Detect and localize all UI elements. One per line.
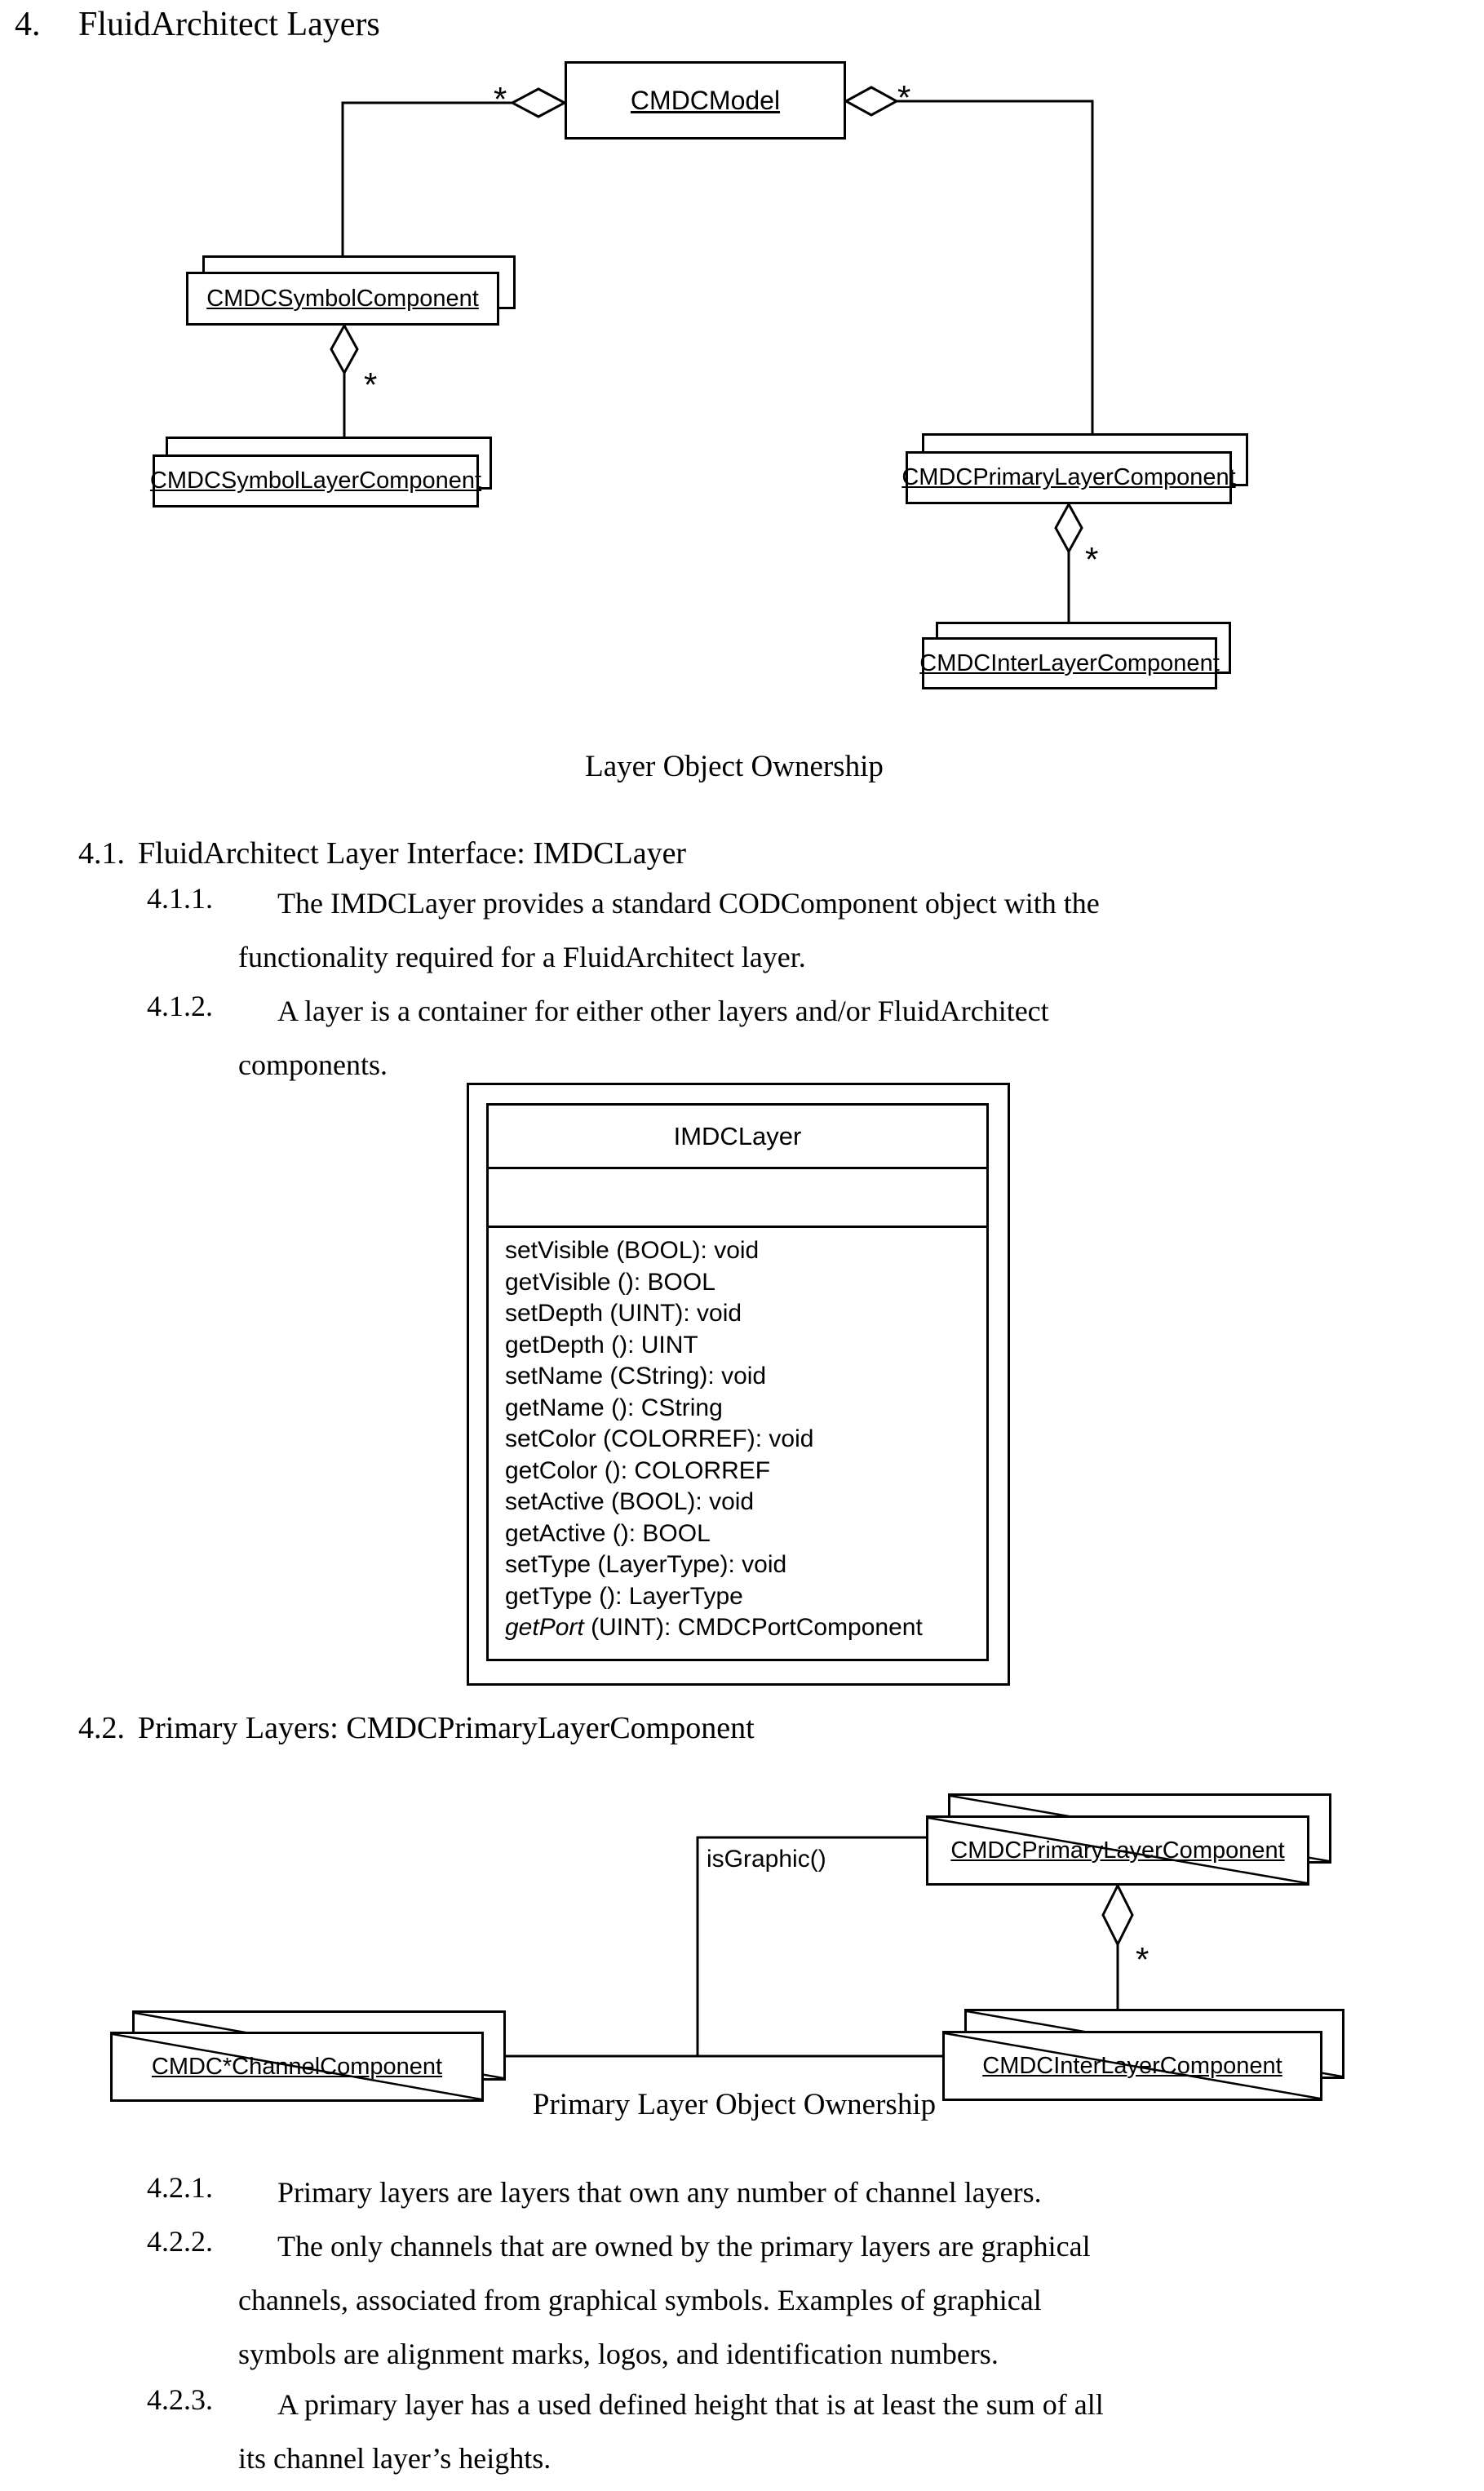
method-row: setName (CString): void [505, 1363, 767, 1390]
method-row: getColor (): COLORREF [505, 1456, 771, 1484]
multiplicity-star: * [494, 80, 507, 118]
connector-isgraphic [696, 1836, 930, 2056]
item-line: symbols are alignment marks, logos, and … [238, 2338, 999, 2370]
subsection-title: Primary Layers: CMDCPrimaryLayerComponen… [138, 1711, 755, 1745]
aggregation-diamond-model-left [509, 87, 568, 118]
item-number: 4.2.2. [147, 2225, 213, 2258]
method-row: setType (LayerType): void [505, 1551, 787, 1578]
item-number: 4.1.2. [147, 990, 213, 1022]
uml-box-symbol-component: CMDCSymbolComponent [186, 272, 499, 326]
method-row: getType (): LayerType [505, 1582, 743, 1610]
class-name-label: CMDCPrimaryLayerComponent [901, 464, 1236, 490]
section-number: 4. [15, 6, 41, 43]
class-name-label: CMDCInterLayerComponent [982, 2052, 1282, 2079]
method-row: setVisible (BOOL): void [505, 1237, 760, 1264]
method-row: getName (): CString [505, 1394, 723, 1421]
connector-model-primary [896, 100, 1094, 457]
list-item: 4.1.1. The IMDCLayer provides a standard… [147, 881, 1446, 989]
uml-class-title: IMDCLayer [489, 1106, 986, 1169]
aggregation-diamond-primary [1054, 501, 1083, 555]
subsection-heading-42: 4.2. Primary Layers: CMDCPrimaryLayerComp… [78, 1710, 755, 1746]
list-item: 4.2.1. Primary layers are layers that ow… [147, 2170, 1446, 2224]
uml-box-primary-layer-component: CMDCPrimaryLayerComponent [901, 451, 1236, 504]
uml-box-model: CMDCModel [565, 61, 846, 140]
subsection-heading-41: 4.1. FluidArchitect Layer Interface: IMDC… [78, 836, 686, 871]
aggregation-diamond-model-right [843, 86, 900, 117]
item-line: its channel layer’s heights. [238, 2442, 552, 2475]
item-line: Primary layers are layers that own any n… [277, 2176, 1042, 2209]
uml-class-inner-frame: IMDCLayer setVisible (BOOL): void getVis… [486, 1103, 989, 1661]
uml-box-inter-layer-component-2: CMDCInterLayerComponent [942, 2031, 1322, 2101]
method-row: setDepth (UINT): void [505, 1300, 742, 1327]
multiplicity-star: * [364, 366, 377, 404]
list-item: 4.1.2. A layer is a container for either… [147, 989, 1446, 1097]
item-line: functionality required for a FluidArchit… [238, 941, 806, 973]
diagonal-slash [945, 2033, 1320, 2099]
item-number: 4.1.1. [147, 882, 213, 915]
class-name-label: CMDCSymbolLayerComponent [149, 468, 482, 494]
subsection-number: 4.2. [78, 1711, 125, 1745]
diagonal-slash [928, 1818, 1307, 1883]
uml-class-methods-compartment: setVisible (BOOL): void getVisible (): B… [489, 1228, 986, 1644]
item-line: The only channels that are owned by the … [277, 2230, 1091, 2263]
multiplicity-star: * [1085, 540, 1098, 578]
section-title: FluidArchitect Layers [78, 6, 380, 43]
item-line: channels, associated from graphical symb… [238, 2284, 1042, 2316]
aggregation-diamond-primary2 [1101, 1882, 1134, 1948]
item-line: A primary layer has a used defined heigh… [277, 2388, 1104, 2421]
class-name-label: CMDCPrimaryLayerComponent [950, 1837, 1285, 1864]
isgraphic-label: isGraphic() [707, 1846, 826, 1873]
uml-class-attributes-compartment [489, 1169, 986, 1228]
method-row: getVisible (): BOOL [505, 1268, 715, 1296]
uml-box-channel-component: CMDC*ChannelComponent [110, 2032, 484, 2102]
class-name-label: CMDCSymbolComponent [206, 285, 479, 312]
subsection-number: 4.1. [78, 836, 125, 871]
class-name-label: CMDC*ChannelComponent [151, 2053, 443, 2080]
class-name-label: CMDCInterLayerComponent [919, 649, 1220, 676]
connector-model-symbol [341, 101, 512, 274]
diagram1-caption: Layer Object Ownership [585, 750, 884, 783]
multiplicity-star: * [897, 78, 910, 117]
class-name-label: CMDCModel [630, 85, 781, 115]
item-number: 4.2.1. [147, 2171, 213, 2204]
uml-box-inter-layer-component: CMDCInterLayerComponent [919, 637, 1220, 689]
method-row: getPort (UINT): CMDCPortComponent [505, 1614, 923, 1641]
diagonal-slash [113, 2034, 481, 2099]
item-line: components. [238, 1048, 388, 1081]
method-row: getActive (): BOOL [505, 1519, 711, 1547]
diagram2-caption: Primary Layer Object Ownership [532, 2088, 937, 2121]
subsection-title: FluidArchitect Layer Interface: IMDCLaye… [138, 836, 687, 871]
item-line: The IMDCLayer provides a standard CODCom… [277, 887, 1100, 920]
method-row: getDepth (): UINT [505, 1331, 698, 1359]
list-item: 4.2.3. A primary layer has a used define… [147, 2382, 1446, 2490]
method-row: setColor (COLORREF): void [505, 1425, 814, 1452]
method-row: setActive (BOOL): void [505, 1488, 755, 1515]
item-number: 4.2.3. [147, 2383, 213, 2416]
aggregation-diamond-symbol [330, 322, 359, 376]
list-item: 4.2.2. The only channels that are owned … [147, 2224, 1446, 2386]
item-line: A layer is a container for either other … [277, 995, 1049, 1027]
multiplicity-star: * [1136, 1940, 1149, 1979]
uml-class-box-imdclayer: IMDCLayer setVisible (BOOL): void getVis… [467, 1083, 1010, 1686]
uml-box-primary-layer-component-2: CMDCPrimaryLayerComponent [926, 1815, 1309, 1886]
uml-box-symbol-layer-component: CMDCSymbolLayerComponent [149, 454, 482, 508]
